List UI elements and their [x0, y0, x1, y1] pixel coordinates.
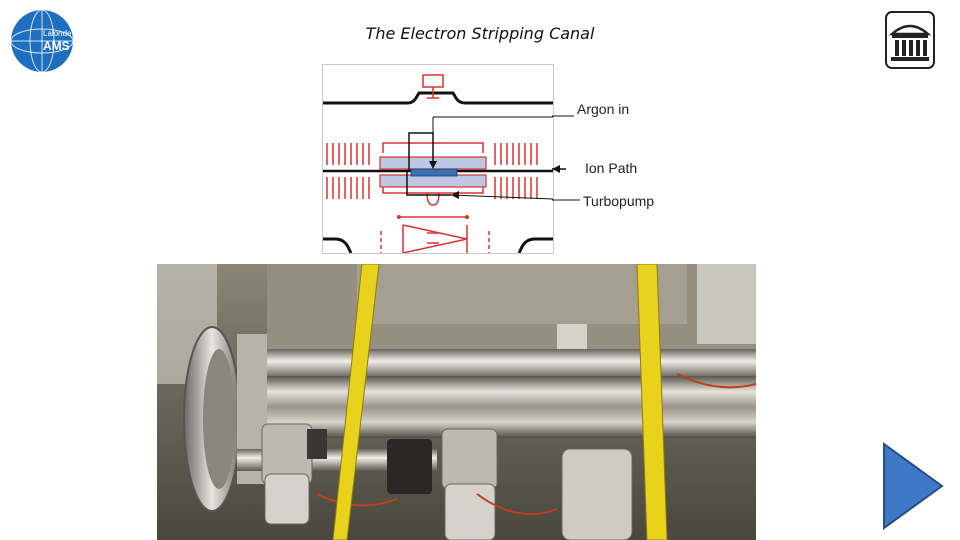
- upper-chamber-outline: [323, 91, 553, 105]
- apparatus-photo: [157, 264, 756, 540]
- canal-lower-block: [379, 174, 487, 188]
- play-forward-icon: [883, 442, 944, 530]
- left-baffle-fins: [326, 143, 370, 199]
- label-argon-in: Argon in: [577, 101, 630, 117]
- label-ion-path: Ion Path: [585, 160, 638, 176]
- logo-text-lalonde: Lalonde: [43, 29, 72, 38]
- stripping-canal-diagram: [322, 64, 554, 254]
- slide-title: The Electron Stripping Canal: [365, 24, 595, 43]
- right-baffle-fins: [494, 143, 538, 199]
- top-port: [422, 74, 444, 88]
- university-building-icon: [884, 10, 936, 70]
- next-slide-button[interactable]: [882, 442, 944, 530]
- lalonde-ams-logo: Lalonde AMS: [10, 9, 74, 73]
- turbopump-symbol: [402, 224, 468, 254]
- stripper-tube: [410, 168, 458, 177]
- label-turbopump: Turbopump: [583, 193, 655, 209]
- label-leader-lines: [552, 115, 580, 201]
- logo-text-ams: AMS: [43, 39, 70, 53]
